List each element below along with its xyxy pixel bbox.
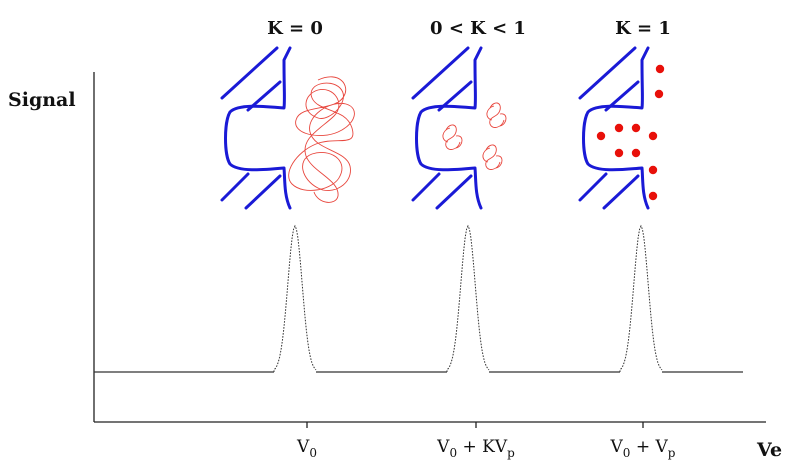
dot-molecule-4 (631, 123, 641, 133)
polymer-coil (288, 76, 355, 203)
pore-hatch-1d (244, 174, 282, 210)
elution-peak-2 (446, 224, 490, 372)
elution-peak-3 (619, 224, 663, 372)
pore-excluded-group (220, 46, 355, 210)
pore-hatch-1c (220, 172, 250, 202)
case-title-partial: 0 < K < 1 (430, 18, 526, 39)
pore-hatch-3a (578, 46, 637, 100)
pore-hatch-2b (437, 80, 473, 112)
pore-partial-group (411, 46, 507, 210)
pore-hatch-1a (220, 46, 279, 100)
dot-molecule-6 (648, 131, 658, 141)
dot-molecule-7 (614, 148, 624, 158)
pore-hatch-1b (246, 80, 282, 112)
pore-hatch-3b (604, 80, 640, 112)
pore-wall-3 (582, 46, 650, 210)
pore-wall-1 (224, 46, 292, 210)
case-title-excluded: K = 0 (267, 18, 323, 39)
peak-label-v0: V0 (296, 437, 317, 460)
elution-peak-1 (273, 224, 317, 372)
dot-molecule-1 (655, 64, 665, 74)
pore-hatch-2d (435, 174, 473, 210)
dot-molecule-5 (596, 131, 606, 141)
small-molecule-1 (442, 124, 463, 150)
y-axis-label: Signal (8, 89, 76, 111)
dot-molecule-3 (614, 123, 624, 133)
pore-hatch-3c (578, 172, 608, 202)
peak-label-v0-vp: V0 + Vp (610, 437, 676, 460)
pore-hatch-3d (602, 174, 640, 210)
small-molecule-3 (482, 144, 503, 170)
dot-molecule-9 (648, 165, 658, 175)
pore-hatch-2c (411, 172, 441, 202)
pore-total-group (578, 46, 665, 210)
dot-molecule-2 (654, 89, 664, 99)
peak-label-v0-kvp: V0 + KVp (436, 437, 515, 460)
dot-molecule-8 (631, 148, 641, 158)
small-molecule-2 (486, 102, 507, 128)
case-title-total: K = 1 (615, 18, 671, 39)
pore-wall-2 (415, 46, 483, 210)
dot-molecule-10 (648, 191, 658, 201)
x-axis-label: Ve (756, 439, 782, 461)
pore-hatch-2a (411, 46, 470, 100)
